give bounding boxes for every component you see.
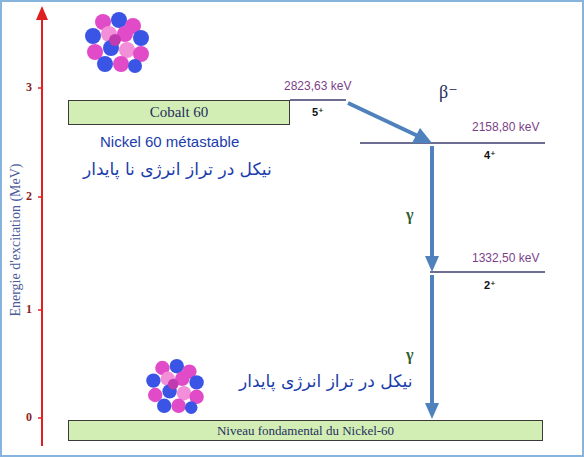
energy-axis xyxy=(41,18,43,446)
state-name: Nickel 60 métastable xyxy=(100,133,239,150)
energy-levels xyxy=(290,100,545,272)
spin-parity: 4⁺ xyxy=(484,149,496,162)
state-note: نیکل در تراز انرژی پایدار xyxy=(239,372,412,392)
state-note: نیکل در تراز انرژی نا پایدار xyxy=(83,160,272,180)
cobalt-nucleus xyxy=(85,12,149,73)
gamma-symbol: γ xyxy=(406,346,413,364)
ground-level-box: Niveau fondamental du Nickel-60 xyxy=(68,420,543,441)
parent-level-box: Cobalt 60 xyxy=(68,100,290,125)
energy-value: 2158,80 keV xyxy=(472,121,539,135)
energy-value: 1332,50 keV xyxy=(472,252,539,266)
axis-tick-label: 3 xyxy=(26,81,32,95)
axis-tick-label: 0 xyxy=(26,411,32,425)
axis-ticks xyxy=(38,88,42,418)
level-name: Cobalt 60 xyxy=(150,104,209,121)
axis-arrowhead xyxy=(36,6,48,20)
level-name: Niveau fondamental du Nickel-60 xyxy=(217,423,394,439)
spin-parity: 2⁺ xyxy=(484,279,496,292)
axis-title: Energie d'excitation (MeV) xyxy=(8,163,24,316)
energy-value: 2823,63 keV xyxy=(284,80,351,94)
nickel-nucleus xyxy=(146,359,204,414)
gamma-symbol: γ xyxy=(406,206,413,224)
axis-tick-label: 2 xyxy=(26,190,32,204)
axis-tick-label: 1 xyxy=(26,303,32,317)
spin-parity: 5⁺ xyxy=(312,106,324,119)
decay-type: β⁻ xyxy=(439,82,458,103)
